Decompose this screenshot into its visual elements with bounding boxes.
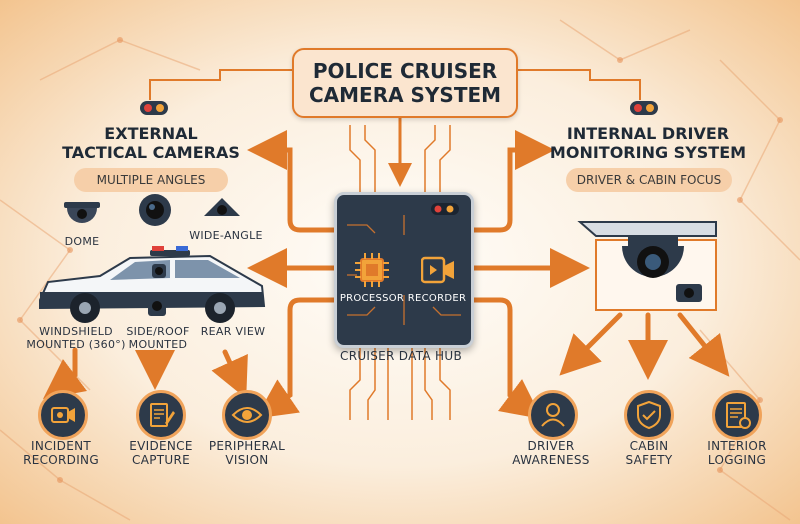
peripheral-vision-node <box>222 390 272 440</box>
mount-line-2: MOUNTED (360°) <box>26 337 126 351</box>
heading-line-1: INTERNAL DRIVER <box>566 124 730 143</box>
title-line-1: POLICE CRUISER <box>312 59 498 83</box>
evidence-capture-node <box>136 390 186 440</box>
output-line-1: CABIN <box>629 439 669 453</box>
mount-line-2: MOUNTED <box>128 337 188 351</box>
incident-recording-label: INCIDENT RECORDING <box>6 439 116 468</box>
cruiser-data-hub: PROCESSOR RECORDER <box>334 192 474 348</box>
status-leds-left <box>140 101 168 115</box>
dome-camera-icon <box>64 202 100 223</box>
document-pen-icon <box>150 403 175 427</box>
wide-angle-camera-icon <box>204 198 240 216</box>
heading-line-2: MONITORING SYSTEM <box>549 143 747 163</box>
shield-check-icon <box>637 400 661 430</box>
multiple-angles-pill: MULTIPLE ANGLES <box>74 168 228 192</box>
driver-awareness-label: DRIVER AWARENESS <box>496 439 606 468</box>
mount-line-1: SIDE/ROOF <box>126 325 190 338</box>
network-nodes <box>17 37 783 483</box>
hub-circuit <box>347 203 461 325</box>
rear-view-label: REAR VIEW <box>200 325 266 338</box>
eye-icon <box>231 407 263 423</box>
status-leds-right <box>630 101 658 115</box>
title-connectors <box>149 69 641 187</box>
interior-logging-label: INTERIOR LOGGING <box>684 439 790 468</box>
interior-logging-node <box>712 390 762 440</box>
diagram-title: POLICE CRUISER CAMERA SYSTEM <box>292 48 518 118</box>
interior-camera-panel <box>577 221 717 311</box>
bullet-camera-icon <box>139 194 171 226</box>
flow-arrows <box>43 130 730 419</box>
wide-angle-label: WIDE-ANGLE <box>189 229 263 242</box>
output-line-1: INCIDENT <box>31 439 91 453</box>
circuit-lines <box>349 125 451 420</box>
heading-line-1: EXTERNAL <box>104 124 198 143</box>
dome-label: DOME <box>64 235 100 248</box>
external-cameras-heading: EXTERNAL TACTICAL CAMERAS <box>56 124 246 162</box>
output-line-2: LOGGING <box>707 452 767 467</box>
police-car-illustration <box>39 246 266 323</box>
cabin-safety-node <box>624 390 674 440</box>
person-icon <box>541 403 565 427</box>
output-line-2: VISION <box>225 452 269 467</box>
hub-caption: CRUISER DATA HUB <box>340 349 462 363</box>
title-line-2: CAMERA SYSTEM <box>308 83 502 107</box>
peripheral-vision-label: PERIPHERAL VISION <box>192 439 302 468</box>
output-line-1: INTERIOR <box>707 439 767 453</box>
cabin-safety-label: CABIN SAFETY <box>594 439 704 468</box>
recorder-label: RECORDER <box>407 293 467 304</box>
mount-line-1: WINDSHIELD <box>39 325 113 338</box>
evidence-capture-label: EVIDENCE CAPTURE <box>106 439 216 468</box>
output-line-1: DRIVER <box>527 439 575 453</box>
output-line-2: RECORDING <box>23 452 99 467</box>
processor-chip-icon <box>355 253 389 287</box>
output-line-1: EVIDENCE <box>129 439 193 453</box>
processor-label: PROCESSOR <box>339 293 405 304</box>
driver-cabin-focus-pill: DRIVER & CABIN FOCUS <box>566 168 732 192</box>
hub-led-amber <box>446 205 454 213</box>
driver-awareness-node <box>528 390 578 440</box>
windshield-mount-label: WINDSHIELD MOUNTED (360°) <box>16 325 136 351</box>
video-camera-icon <box>51 407 75 423</box>
output-line-2: CAPTURE <box>132 452 190 467</box>
heading-line-2: TACTICAL CAMERAS <box>62 143 240 163</box>
output-line-2: AWARENESS <box>512 452 590 467</box>
output-line-1: PERIPHERAL <box>208 439 286 453</box>
side-roof-mount-label: SIDE/ROOF MOUNTED <box>120 325 196 351</box>
hub-led-red <box>434 205 442 213</box>
incident-recording-node <box>38 390 88 440</box>
recorder-icon <box>421 256 454 284</box>
output-line-2: SAFETY <box>625 452 673 467</box>
internal-monitoring-heading: INTERNAL DRIVER MONITORING SYSTEM <box>540 124 756 162</box>
log-document-icon <box>726 402 751 429</box>
